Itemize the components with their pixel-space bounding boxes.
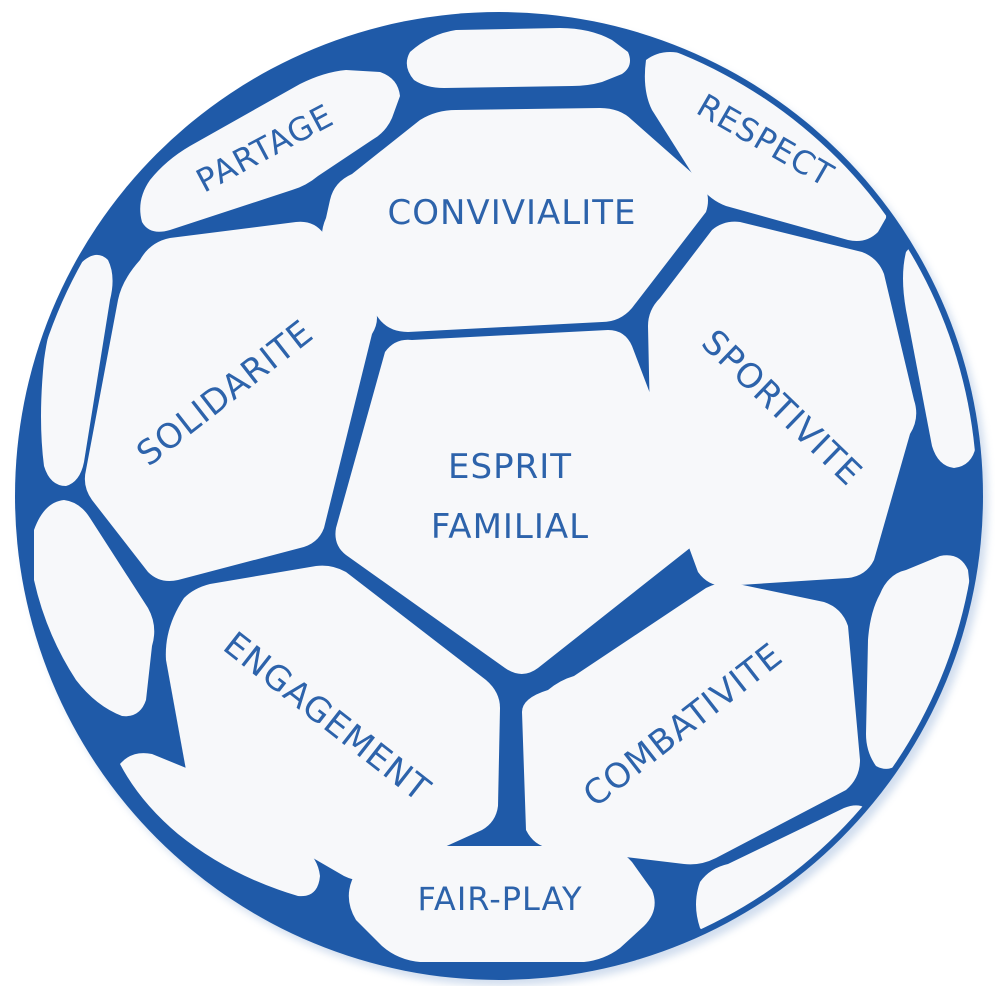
- patch-center-pentagon: [335, 330, 700, 674]
- label-center-line1: ESPRIT: [448, 447, 572, 487]
- patch-top-right: [644, 52, 887, 241]
- patch-lower-right-edge: [866, 555, 970, 769]
- patch-left-edge: [41, 254, 113, 486]
- patch-bottom-left-edge: [120, 753, 320, 897]
- patch-lower-left-edge: [34, 500, 155, 717]
- patch-top-edge: [406, 28, 630, 88]
- patch-top-hexagon: [322, 108, 708, 332]
- patch-left-hexagon: [84, 221, 377, 581]
- label-center-line2: FAMILIAL: [431, 507, 589, 547]
- patch-lower-right-hexagon: [522, 582, 860, 865]
- patch-right-hexagon: [648, 221, 917, 586]
- patch-bottom: [348, 846, 655, 962]
- patch-bottom-right-edge: [696, 805, 873, 938]
- patch-lower-left-hexagon: [165, 565, 500, 881]
- label-fairplay: FAIR-PLAY: [417, 880, 582, 918]
- patch-top-left: [140, 70, 400, 232]
- label-convivialite: CONVIVIALITE: [388, 193, 637, 233]
